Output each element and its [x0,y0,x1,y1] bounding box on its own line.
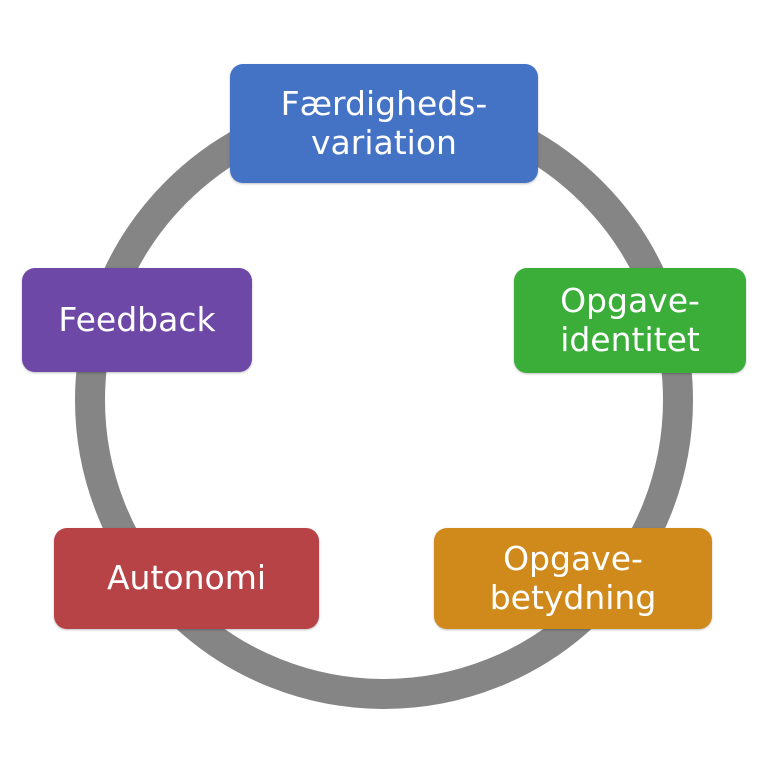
node-feedback: Feedback [22,268,252,372]
node-task-identity: Opgave- identitet [514,268,746,373]
node-autonomy: Autonomi [54,528,319,629]
node-task-significance: Opgave- betydning [434,528,712,629]
node-skill-variety: Færdigheds- variation [230,64,538,183]
